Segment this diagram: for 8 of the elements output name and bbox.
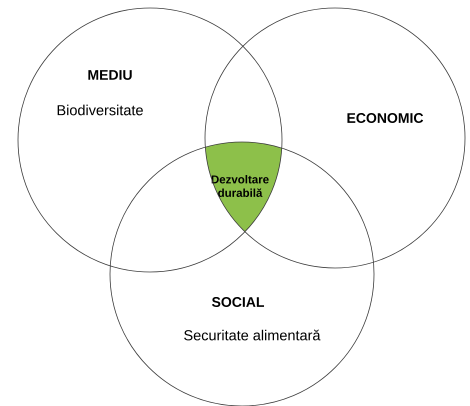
circle-heading: ECONOMIC — [347, 113, 424, 123]
region-label: Dezvoltare durabilă — [212, 175, 269, 197]
circle-label: Securitate alimentară — [184, 330, 320, 340]
circle-heading: SOCIAL — [212, 297, 264, 307]
venn-circle — [204, 8, 466, 268]
circle-heading: MEDIU — [88, 70, 132, 80]
venn-circle — [18, 8, 282, 272]
circle-label: Biodiversitate — [58, 104, 143, 116]
